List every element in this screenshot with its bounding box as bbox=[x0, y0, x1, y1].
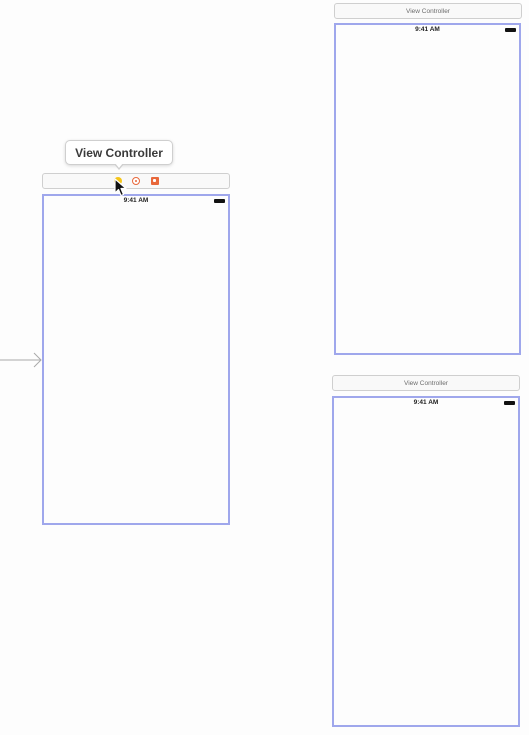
status-bar-time-2: 9:41 AM bbox=[413, 399, 439, 406]
exit-icon[interactable] bbox=[151, 177, 159, 185]
scene-view-1[interactable]: 9:41 AM bbox=[334, 23, 521, 355]
scene-view-2[interactable]: 9:41 AM bbox=[332, 396, 520, 727]
tooltip-label: View Controller bbox=[75, 145, 163, 160]
mouse-pointer-icon bbox=[114, 178, 127, 197]
battery-icon bbox=[504, 401, 515, 405]
tooltip-arrow-fill bbox=[115, 163, 123, 168]
first-responder-icon[interactable] bbox=[132, 177, 140, 185]
scene-title-label-1: View Controller bbox=[406, 7, 450, 15]
scene-view-3[interactable]: 9:41 AM bbox=[42, 194, 230, 525]
scene-title-label-2: View Controller bbox=[404, 379, 448, 387]
scene-dock-bar-1[interactable]: View Controller bbox=[334, 3, 522, 19]
status-bar-time-3: 9:41 AM bbox=[123, 197, 149, 204]
initial-scene-arrow-icon[interactable] bbox=[0, 352, 44, 368]
status-bar-time-1: 9:41 AM bbox=[415, 26, 440, 33]
tooltip: View Controller bbox=[65, 140, 173, 165]
scene-dock-bar-2[interactable]: View Controller bbox=[332, 375, 520, 391]
battery-icon bbox=[505, 28, 516, 32]
battery-icon bbox=[214, 199, 225, 203]
